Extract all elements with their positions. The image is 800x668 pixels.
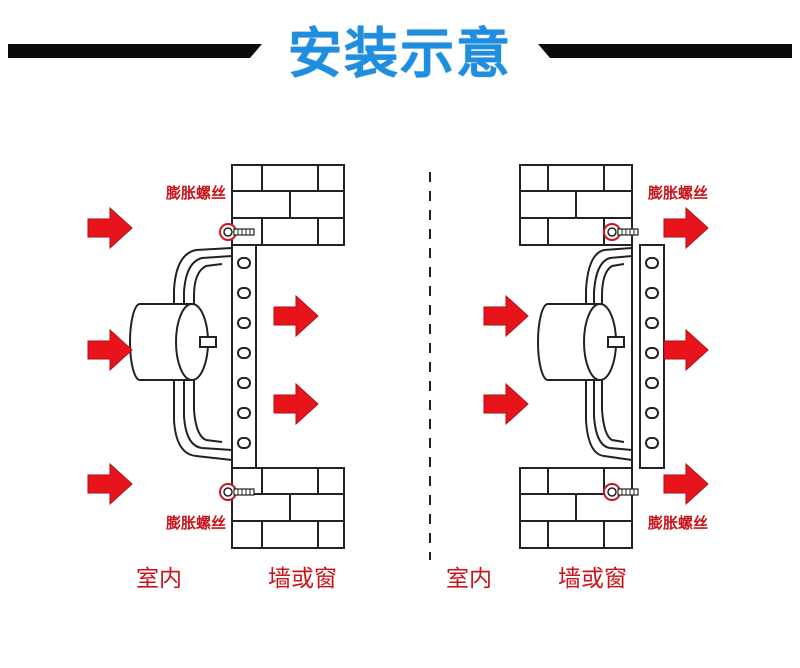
left-mounting-plate — [231, 244, 257, 469]
right-wall-lower — [519, 467, 633, 549]
left-airflow-arrow-icon — [87, 207, 133, 249]
title-bar-left — [8, 44, 262, 58]
left-wall-lower — [231, 467, 345, 549]
page-title: 安装示意 — [288, 22, 512, 85]
right-top-screw-label: 膨胀螺丝 — [648, 184, 708, 202]
right-airflow-arrow-icon — [663, 207, 709, 249]
left-indoor-label: 室内 — [136, 566, 182, 592]
right-diagram: 膨胀螺丝 膨胀螺丝 室内 墙或窗 — [446, 164, 709, 592]
right-indoor-label: 室内 — [446, 566, 492, 592]
right-mounting-plate — [639, 244, 665, 469]
left-airflow-arrow-icon — [273, 383, 319, 425]
left-airflow-arrow-icon — [273, 295, 319, 337]
right-airflow-arrow-icon — [483, 383, 529, 425]
left-airflow-arrow-icon — [87, 329, 133, 371]
left-wall-label: 墙或窗 — [268, 566, 337, 592]
right-wall-label: 墙或窗 — [558, 566, 627, 592]
right-airflow-arrow-icon — [663, 329, 709, 371]
right-bottom-screw-label: 膨胀螺丝 — [648, 514, 708, 532]
left-bottom-screw-label: 膨胀螺丝 — [166, 514, 226, 532]
title-bar-right — [538, 44, 792, 58]
left-wall-upper — [231, 164, 345, 246]
right-fan-motor — [537, 303, 625, 381]
left-top-screw-label: 膨胀螺丝 — [166, 184, 226, 202]
title-bars — [8, 44, 792, 58]
left-fan-motor — [129, 303, 217, 381]
right-airflow-arrow-icon — [483, 295, 529, 337]
right-airflow-arrow-icon — [663, 463, 709, 505]
left-airflow-arrow-icon — [87, 463, 133, 505]
left-diagram: 膨胀螺丝 膨胀螺丝 室内 墙或窗 — [87, 164, 345, 592]
title-banner: 安装示意 — [0, 0, 800, 110]
